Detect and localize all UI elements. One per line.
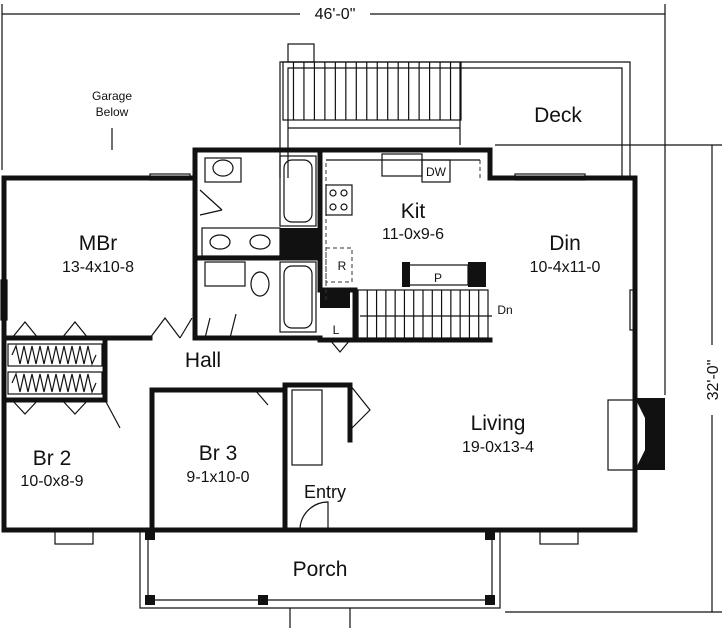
mbr-size: 13-4x10-8: [62, 259, 134, 276]
bathroom-fixtures: [201, 155, 317, 333]
toilet-icon: [204, 157, 242, 183]
interior-stairs: Dn: [357, 289, 513, 339]
closets: [7, 343, 323, 466]
br2-size: 10-0x8-9: [20, 473, 83, 490]
depth-dimension: 32'-0": [495, 144, 722, 613]
garage-label-2: Below: [96, 105, 129, 119]
range-icon: [325, 184, 353, 216]
room-labels: MBr 13-4x10-8 Kit 11-0x9-6 Din 10-4x11-0…: [20, 200, 600, 502]
porch: Porch: [54, 529, 579, 628]
living-name: Living: [471, 412, 526, 435]
refrigerator: [325, 247, 353, 283]
mbr-name: MBr: [79, 232, 118, 255]
vanity-icon: [201, 227, 281, 257]
deck-label: Deck: [534, 104, 582, 127]
exterior-walls: [1, 147, 638, 533]
fireplace: [607, 398, 665, 471]
kitchen-fixtures: DW R P L: [325, 153, 486, 337]
laundry-label: L: [333, 323, 340, 337]
bathtub-icon: [279, 155, 317, 227]
hall-label: Hall: [185, 349, 221, 372]
kit-name: Kit: [401, 200, 426, 223]
br2-name: Br 2: [33, 447, 72, 470]
width-dimension: 46'-0": [1, 2, 666, 395]
din-name: Din: [549, 232, 581, 255]
living-size: 19-0x13-4: [462, 439, 534, 456]
depth-label: 32'-0": [705, 360, 722, 401]
dishwasher-label: DW: [426, 165, 447, 179]
br3-size: 9-1x10-0: [186, 469, 249, 486]
entry-label: Entry: [304, 482, 346, 502]
garage-label-1: Garage: [92, 89, 132, 103]
din-size: 10-4x11-0: [530, 259, 601, 276]
doors: [0, 173, 637, 531]
pantry-label: P: [434, 271, 442, 285]
sink-icon: [381, 153, 423, 177]
interior-walls: [1, 147, 493, 533]
kit-size: 11-0x9-6: [382, 226, 444, 243]
stairs-down-label: Dn: [497, 303, 512, 317]
deck: Deck: [279, 43, 631, 178]
width-label: 46'-0": [315, 6, 356, 23]
porch-label: Porch: [293, 558, 348, 581]
refrigerator-label: R: [338, 259, 347, 273]
br3-name: Br 3: [199, 442, 238, 465]
